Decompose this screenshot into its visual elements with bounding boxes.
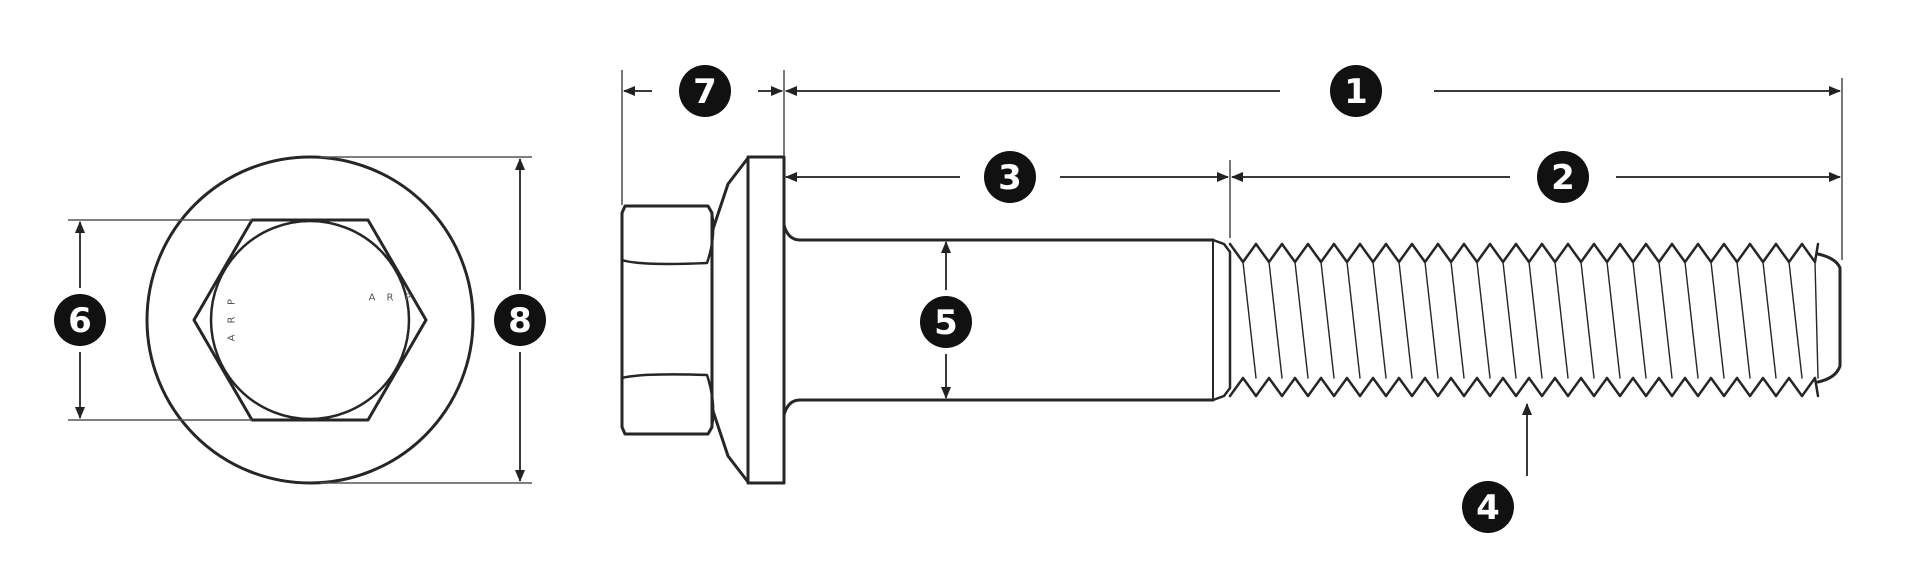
thread-section bbox=[1228, 242, 1820, 398]
shank-outline bbox=[782, 223, 1215, 417]
bolt-side-view bbox=[620, 155, 1842, 485]
callout-label: 3 bbox=[998, 158, 1022, 198]
stamp-letter: A bbox=[369, 293, 376, 304]
thread-helix-line bbox=[1658, 261, 1673, 379]
thread-helix-line bbox=[1528, 261, 1543, 379]
hex-head-facet-bottom bbox=[620, 373, 715, 429]
thread-helix-line bbox=[1320, 261, 1335, 379]
callout-label: 1 bbox=[1344, 72, 1368, 112]
thread-helix-line bbox=[1372, 261, 1387, 379]
flange-outline bbox=[746, 155, 786, 485]
callout-6: 6 bbox=[54, 294, 106, 346]
thread-helix-line bbox=[1606, 261, 1621, 379]
callout-label: 2 bbox=[1551, 158, 1575, 198]
bolt-end-view: A R P A R P bbox=[68, 155, 532, 485]
callout-5: 5 bbox=[920, 296, 972, 348]
callout-label: 5 bbox=[934, 303, 958, 343]
stamp-letter: R bbox=[387, 293, 394, 304]
thread-helix-line bbox=[1502, 261, 1517, 379]
thread-helix-line bbox=[1762, 261, 1777, 379]
callout-label: 6 bbox=[68, 301, 92, 341]
side-view-dimensions bbox=[621, 70, 1843, 476]
thread-helix-line bbox=[1424, 261, 1439, 379]
callout-3: 3 bbox=[984, 151, 1036, 203]
stamp-letter: R bbox=[227, 316, 238, 323]
thread-helix-line bbox=[1398, 261, 1413, 379]
thread-helix-line bbox=[1554, 261, 1569, 379]
thread-helix-line bbox=[1814, 261, 1819, 379]
thread-helix-line bbox=[1736, 261, 1751, 379]
thread-profile-top bbox=[1228, 242, 1820, 264]
callout-1: 1 bbox=[1330, 65, 1382, 117]
callout-4: 4 bbox=[1462, 481, 1514, 533]
flange-taper-outline bbox=[710, 156, 750, 484]
thread-helix-line bbox=[1450, 261, 1465, 379]
stamp-letter: A bbox=[227, 334, 238, 341]
thread-helix-line bbox=[1710, 261, 1725, 379]
thread-helix-line bbox=[1346, 261, 1361, 379]
thread-helix-line bbox=[1242, 261, 1257, 379]
thread-helix-line bbox=[1580, 261, 1595, 379]
thread-runout bbox=[1211, 238, 1232, 402]
thread-helix-line bbox=[1268, 261, 1283, 379]
thread-helix-line bbox=[1476, 261, 1491, 379]
hex-chamfer-circle bbox=[209, 219, 411, 421]
thread-helix-line bbox=[1294, 261, 1309, 379]
head-stamp-left: A R P bbox=[227, 299, 238, 341]
thread-helix-line bbox=[1632, 261, 1647, 379]
stamp-letter: P bbox=[405, 293, 411, 304]
thread-profile-bottom bbox=[1228, 376, 1820, 398]
hex-head-outline bbox=[620, 204, 714, 436]
callout-2: 2 bbox=[1537, 151, 1589, 203]
thread-end-chamfer bbox=[1816, 252, 1842, 384]
callout-label: 4 bbox=[1476, 488, 1500, 528]
thread-helix-line bbox=[1788, 261, 1803, 379]
stamp-letter: P bbox=[227, 299, 238, 305]
head-stamp-right: A R P bbox=[369, 293, 411, 304]
callout-7: 7 bbox=[679, 65, 731, 117]
hex-head-facet-top bbox=[620, 211, 715, 266]
callout-label: 8 bbox=[508, 301, 532, 341]
flange-outline bbox=[145, 155, 475, 485]
callout-8: 8 bbox=[494, 294, 546, 346]
callout-label: 7 bbox=[693, 72, 717, 112]
thread-helix-line bbox=[1684, 261, 1699, 379]
